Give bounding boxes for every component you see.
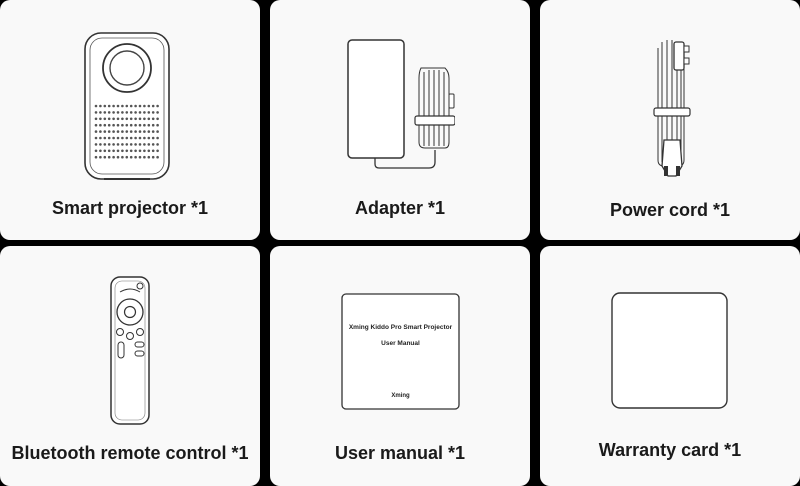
item-card-adapter: Adapter *1	[270, 0, 530, 240]
item-card-power-cord: Power cord *1	[540, 0, 800, 240]
item-label: User manual *1	[334, 443, 466, 463]
item-label: Warranty card *1	[598, 440, 742, 460]
item-card-user-manual: Xming Kiddo Pro Smart Projector User Man…	[270, 246, 530, 486]
manual-brand-logo: Xming	[391, 393, 410, 399]
power-cord-icon	[652, 38, 692, 180]
remote-control-icon	[109, 276, 151, 426]
manual-subtitle: User Manual	[381, 340, 420, 347]
manual-title: Xming Kiddo Pro Smart Projector	[349, 324, 453, 331]
item-card-remote-control: Bluetooth remote control *1	[0, 246, 260, 486]
item-label: Smart projector *1	[51, 198, 209, 218]
warranty-card-icon	[611, 292, 729, 410]
adapter-icon	[345, 38, 455, 172]
item-card-warranty-card: Warranty card *1	[540, 246, 800, 486]
item-card-smart-projector: Smart projector *1	[0, 0, 260, 240]
user-manual-icon: Xming Kiddo Pro Smart Projector User Man…	[341, 293, 461, 411]
item-label: Power cord *1	[609, 200, 731, 220]
item-label: Adapter *1	[354, 198, 446, 218]
projector-icon	[82, 30, 172, 184]
item-label: Bluetooth remote control *1	[11, 443, 249, 463]
